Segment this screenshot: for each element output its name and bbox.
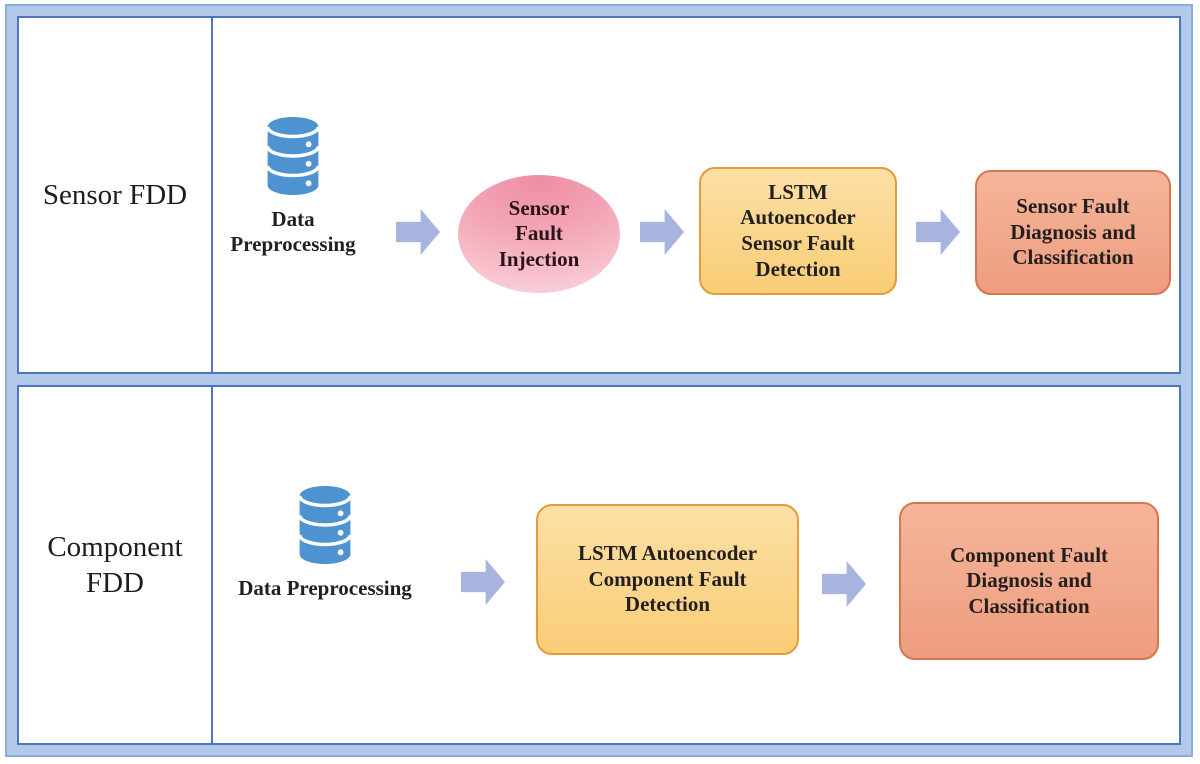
component-fdd-panel: Component FDD [17,385,1181,745]
sensor-fdd-panel: Sensor FDD D [17,16,1181,374]
lstm-autoencoder-component-fault-detection-box: LSTM Autoencoder Component Fault Detecti… [536,504,799,655]
flow-arrow-right-icon [822,561,866,607]
lstm-autoencoder-sensor-fault-detection-box: LSTM Autoencoder Sensor Fault Detection [699,167,897,295]
row-label-text: Sensor FDD [42,178,188,211]
row-label-component-fdd: Component FDD [19,387,213,743]
row-label-sensor-fdd: Sensor FDD [19,18,213,372]
data-preprocessing-label: Data Preprocessing [238,576,412,600]
data-preprocessing-group: Data Preprocessing [223,115,363,257]
component-fault-diagnosis-classification-box: Component Fault Diagnosis and Classifica… [899,502,1159,660]
component-fdd-content: Data Preprocessing LSTM Autoencoder Comp… [213,387,1179,743]
flow-arrow-right-icon [640,209,684,255]
flow-arrow-right-icon [916,209,960,255]
sensor-fault-diagnosis-classification-box: Sensor Fault Diagnosis and Classificatio… [975,170,1171,295]
row-label-text: Component FDD [47,530,183,599]
flow-arrow-right-icon [461,559,505,605]
data-preprocessing-label: Data Preprocessing [230,207,356,257]
sensor-fdd-content: Data Preprocessing Sensor Fault Injectio… [213,18,1179,372]
figure-frame: Sensor FDD D [5,4,1193,757]
flow-arrow-right-icon [396,209,440,255]
database-icon [265,116,321,196]
database-icon [297,485,353,565]
data-preprocessing-group: Data Preprocessing [205,484,445,601]
sensor-fault-injection-ellipse: Sensor Fault Injection [458,175,620,293]
